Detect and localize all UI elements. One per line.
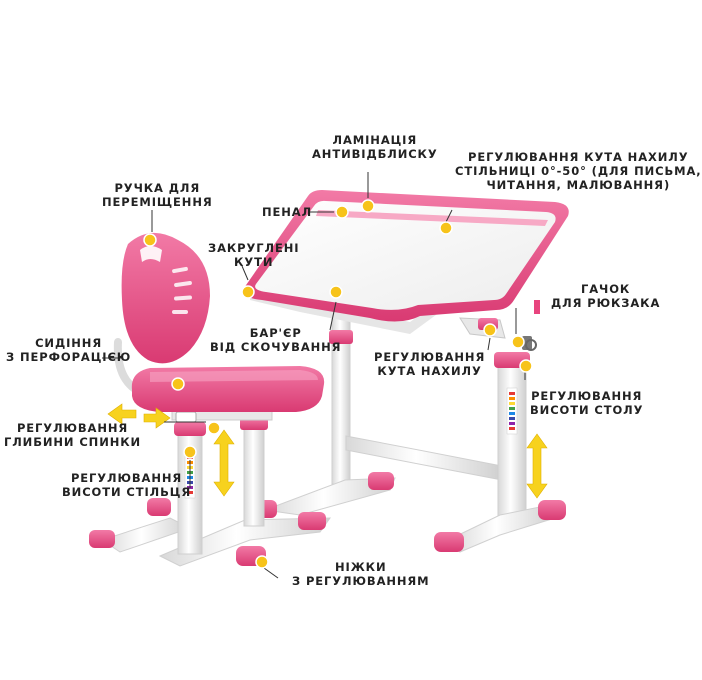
- label-hook: ГАЧОК ДЛЯ РЮКЗАКА: [551, 282, 661, 310]
- desk-foot-cap-front-left: [434, 532, 464, 552]
- pencil-tray: [316, 210, 548, 226]
- label-chair-height: РЕГУЛЮВАННЯ ВИСОТИ СТІЛЬЦЯ: [62, 471, 192, 499]
- label-tilt-range: РЕГУЛЮВАННЯ КУТА НАХИЛУ СТІЛЬНИЦІ 0°-50°…: [455, 150, 702, 192]
- desk-crossbar: [345, 435, 503, 481]
- marker-seat: [171, 377, 185, 391]
- chair-foot-cap-1: [89, 530, 115, 548]
- product-illustration: [89, 172, 569, 579]
- label-tilt: РЕГУЛЮВАННЯ КУТА НАХИЛУ: [374, 350, 486, 378]
- chair-backrest[interactable]: [121, 232, 210, 364]
- chair-foot-cap-3: [298, 512, 326, 530]
- back-depth-knob[interactable]: [175, 411, 197, 423]
- marker-desk-height: [519, 359, 533, 373]
- backrest-handle[interactable]: [140, 246, 162, 262]
- desk-foot-cap-back-right: [368, 472, 394, 490]
- label-barrier: БАР'ЄР ВІД СКОЧУВАННЯ: [210, 326, 342, 354]
- chair: [89, 232, 331, 567]
- back-depth-arrow-left: [107, 403, 137, 425]
- marker-chair-height: [183, 445, 197, 459]
- marker-handle: [143, 233, 157, 247]
- marker-tilt-range: [439, 221, 453, 235]
- desk-top-surface: [255, 200, 556, 310]
- back-depth-arrow-right: [143, 407, 171, 429]
- marker-lamination: [361, 199, 375, 213]
- label-pencil-case: ПЕНАЛ: [262, 205, 313, 219]
- marker-tilt: [483, 323, 497, 337]
- marker-rounded-corners: [241, 285, 255, 299]
- marker-legs: [255, 555, 269, 569]
- label-lamination: ЛАМІНАЦІЯ АНТИВІДБЛИСКУ: [312, 133, 438, 161]
- marker-pencil-case: [335, 205, 349, 219]
- label-back-depth: РЕГУЛЮВАННЯ ГЛИБИНИ СПИНКИ: [4, 421, 142, 449]
- label-rounded-corners: ЗАКРУГЛЕНІ КУТИ: [208, 241, 300, 269]
- chair-foot-left: [100, 517, 192, 553]
- label-desk-height: РЕГУЛЮВАННЯ ВИСОТИ СТОЛУ: [530, 389, 644, 417]
- marker-barrier: [329, 285, 343, 299]
- marker-hook: [511, 335, 525, 349]
- chair-height-arrow: [213, 429, 235, 497]
- callout-markers: [143, 199, 533, 569]
- desk-foot-cap-front-right: [538, 500, 566, 520]
- label-seat: СИДІННЯ З ПЕРФОРАЦІЄЮ: [6, 336, 132, 364]
- chair-foot-cap-2: [147, 498, 171, 516]
- leader-lines: [102, 172, 526, 579]
- marker-back-depth: [207, 421, 221, 435]
- desk-leg-front: [497, 359, 527, 521]
- label-legs: НІЖКИ З РЕГУЛЮВАННЯМ: [292, 560, 430, 588]
- desk: [243, 190, 569, 553]
- backrest-perforation: [172, 266, 192, 314]
- desk-height-arrow: [526, 433, 548, 499]
- label-handle: РУЧКА ДЛЯ ПЕРЕМІЩЕННЯ: [102, 181, 213, 209]
- chair-column-back: [243, 425, 265, 527]
- adjust-arrows: [107, 403, 548, 499]
